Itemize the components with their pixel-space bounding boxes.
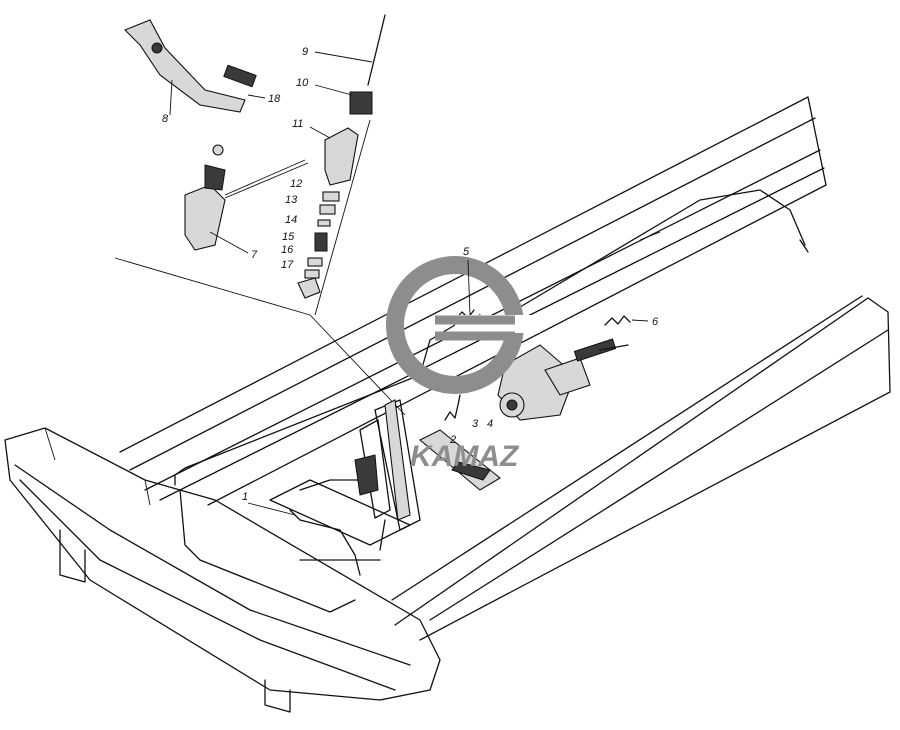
callout-9: 9	[302, 46, 308, 58]
pedal-lever-exploded	[124, 19, 257, 113]
leader-lines	[114, 119, 406, 416]
return-spring-3	[444, 394, 461, 421]
callouts: 1 2 3 4 5 6 7 8 9 10 11 12 13 14 15 16 1…	[162, 46, 659, 516]
booster-assembly	[497, 338, 629, 421]
cylinder-7-exploded	[184, 144, 226, 251]
pushrod-stack-exploded	[297, 14, 386, 299]
kamaz-watermark: KAMAZ	[386, 256, 540, 473]
callout-10: 10	[296, 77, 309, 89]
callout-18: 18	[268, 93, 281, 105]
callout-2: 2	[449, 434, 456, 446]
callout-14: 14	[285, 214, 297, 226]
control-cable	[514, 189, 809, 311]
callout-17: 17	[281, 259, 294, 271]
callout-13: 13	[285, 194, 298, 206]
callout-11: 11	[292, 118, 303, 130]
callout-4: 4	[487, 418, 493, 430]
cross-member	[4, 427, 441, 713]
callout-3: 3	[472, 418, 479, 430]
callout-8: 8	[162, 113, 169, 125]
callout-7: 7	[251, 249, 258, 261]
return-spring-6	[604, 315, 631, 326]
callout-15: 15	[282, 231, 295, 243]
callout-5: 5	[463, 246, 470, 258]
callout-1: 1	[242, 491, 248, 503]
callout-12: 12	[290, 178, 302, 190]
callout-6: 6	[652, 316, 659, 328]
watermark-text: KAMAZ	[410, 440, 520, 473]
callout-16: 16	[281, 244, 294, 256]
pedal-bracket	[269, 399, 501, 561]
frame-rail-lower	[391, 295, 891, 641]
